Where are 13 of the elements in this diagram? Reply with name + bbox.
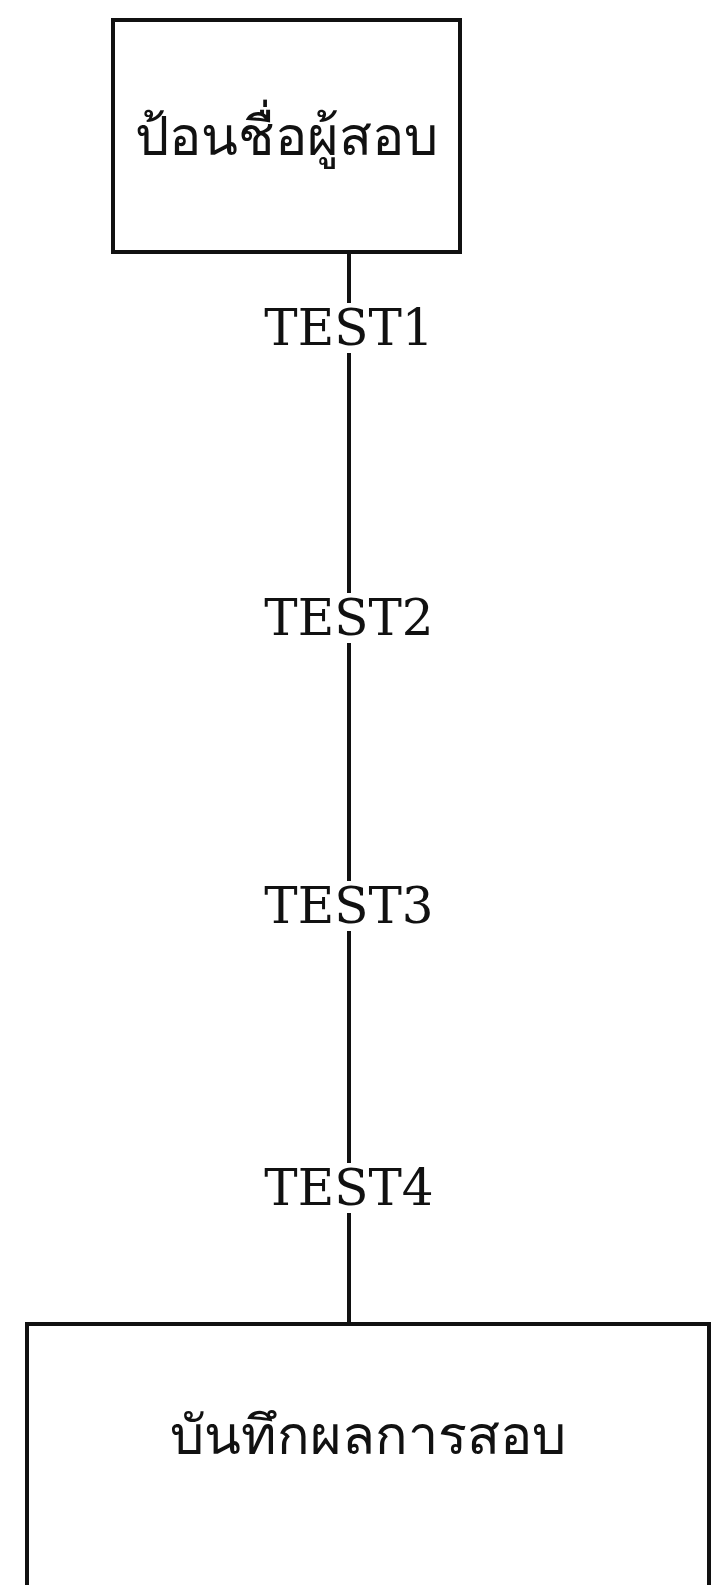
step-label: TEST1 [264, 299, 434, 357]
connector-line [347, 254, 351, 303]
connector-line [347, 353, 351, 593]
step-label: TEST3 [264, 877, 434, 935]
box-label: บันทึกผลการสอบ [170, 1403, 566, 1469]
step-label: TEST2 [264, 589, 434, 647]
connector-line [347, 1213, 351, 1322]
connector-line [347, 931, 351, 1163]
box-label: ป้อนชื่อผู้สอบ [135, 93, 438, 179]
step-label: TEST4 [264, 1159, 434, 1217]
process-box [25, 1322, 711, 1585]
connector-line [347, 643, 351, 881]
process-box [111, 18, 462, 254]
